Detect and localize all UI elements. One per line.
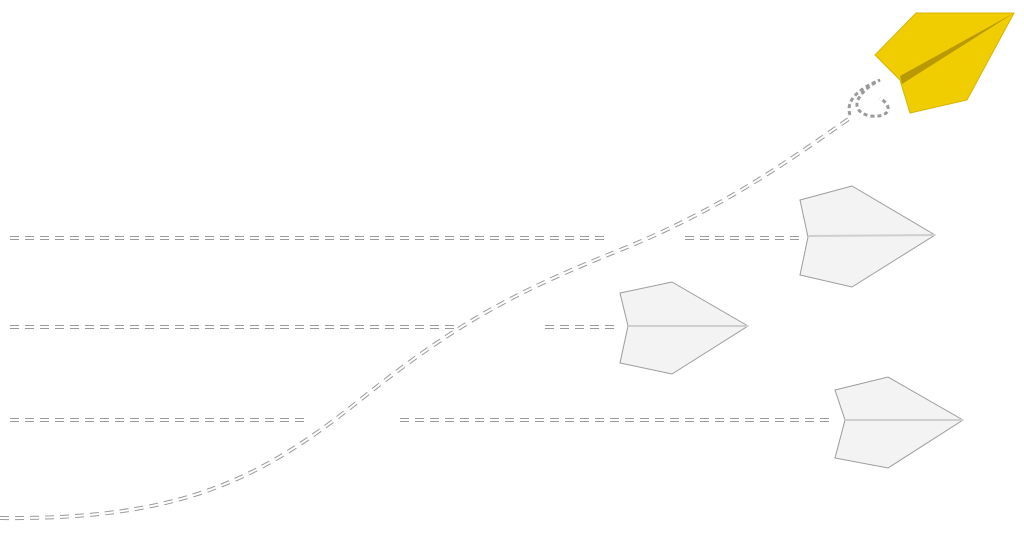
white-plane-top	[799, 185, 936, 288]
trail-rising-curve	[0, 78, 890, 521]
yellow-plane-leader	[874, 12, 1015, 114]
white-plane-middle	[619, 281, 749, 375]
white-plane-bottom	[834, 376, 964, 469]
